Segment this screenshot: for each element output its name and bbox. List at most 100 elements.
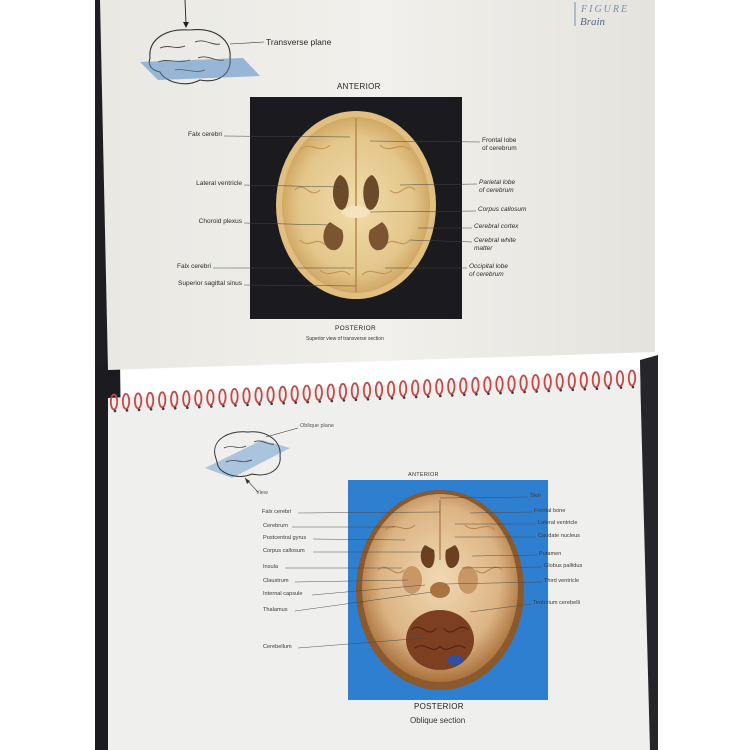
top-anterior-label: ANTERIOR bbox=[337, 82, 381, 91]
spiral-binding bbox=[109, 369, 637, 413]
spiral-ring bbox=[266, 386, 275, 404]
spiral-ring bbox=[326, 383, 335, 401]
spiral-ring bbox=[423, 379, 432, 396]
binding-hole bbox=[366, 398, 370, 401]
binding-hole bbox=[390, 396, 394, 400]
binding-hole bbox=[402, 396, 406, 399]
bottom-left-label-6: Claustrum bbox=[263, 578, 289, 584]
figure-header: FIGURE bbox=[581, 4, 630, 15]
spiral-ring bbox=[290, 385, 299, 403]
spiral-ring bbox=[447, 377, 456, 395]
binding-hole bbox=[161, 407, 165, 411]
binding-hole bbox=[294, 401, 298, 404]
transverse-plane-icon bbox=[140, 0, 265, 85]
bottom-right-label-4: Caudate nucleus bbox=[538, 533, 580, 539]
top-posterior-label: POSTERIOR bbox=[335, 325, 376, 332]
binding-hole bbox=[535, 390, 538, 393]
binding-hole bbox=[282, 401, 286, 405]
spiral-ring bbox=[278, 385, 287, 403]
spiral-ring bbox=[495, 375, 504, 393]
bottom-right-label-2: Frontal bone bbox=[534, 508, 566, 514]
binding-hole bbox=[426, 395, 430, 398]
bottom-left-label-2: Cerebrum bbox=[263, 523, 288, 529]
top-left-label-3: Choroid plexus bbox=[198, 218, 242, 225]
spiral-ring bbox=[374, 381, 384, 399]
spiral-ring bbox=[615, 370, 625, 388]
bottom-left-label-8: Thalamus bbox=[263, 607, 288, 613]
bottom-left-label-3: Postcentral gyrus bbox=[263, 535, 307, 541]
bottom-left-label-9: Cerebellum bbox=[263, 644, 292, 650]
oblique-plane-icon bbox=[205, 427, 299, 493]
spiral-ring bbox=[350, 382, 359, 400]
bottom-left-label-5: Insula bbox=[263, 564, 278, 570]
top-right-label-9: Occipital lobe bbox=[469, 263, 509, 270]
binding-hole bbox=[559, 389, 562, 392]
spiral-ring bbox=[109, 393, 119, 411]
oblique-brain-section bbox=[356, 490, 524, 690]
top-left-label-5: Superior sagittal sinus bbox=[178, 280, 242, 287]
top-right-label-5: Corpus callosum bbox=[478, 206, 527, 213]
binding-hole bbox=[306, 400, 310, 404]
top-left-label-4: Falx cerebri bbox=[177, 263, 211, 270]
top-right-leaders bbox=[369, 140, 481, 269]
binding-hole bbox=[439, 394, 442, 398]
spiral-ring bbox=[194, 389, 203, 407]
binding-hole bbox=[342, 399, 346, 402]
top-left-label-1: Falx cerebri bbox=[188, 131, 222, 138]
binding-hole bbox=[198, 405, 201, 409]
binding-hole bbox=[234, 404, 237, 407]
spiral-ring bbox=[146, 391, 155, 409]
oblique-plane-label: Oblique plane bbox=[300, 423, 334, 429]
spiral-ring bbox=[121, 392, 131, 410]
top-right-label-10: of cerebrum bbox=[469, 271, 504, 278]
spiral-ring bbox=[254, 386, 263, 404]
binding-hole bbox=[607, 386, 611, 390]
spiral-ring bbox=[603, 370, 613, 388]
binding-hole bbox=[571, 388, 575, 392]
binding-hole bbox=[451, 394, 454, 397]
binding-hole bbox=[354, 398, 358, 402]
bottom-right-label-7: Third ventricle bbox=[544, 578, 580, 584]
top-right-label-7: Cerebral white bbox=[474, 237, 516, 244]
binding-hole bbox=[330, 399, 334, 403]
top-right-label-3: Parietal lobe bbox=[479, 179, 516, 186]
binding-hole bbox=[547, 389, 550, 393]
spiral-ring bbox=[471, 376, 480, 394]
spiral-ring bbox=[567, 372, 576, 390]
top-right-label-4: of cerebrum bbox=[479, 187, 514, 194]
binding-hole bbox=[270, 402, 273, 406]
bottom-left-leaders bbox=[285, 511, 441, 649]
binding-hole bbox=[173, 406, 177, 410]
transverse-brain-section bbox=[276, 111, 436, 299]
binding-hole bbox=[619, 386, 623, 389]
binding-hole bbox=[137, 408, 141, 412]
binding-hole bbox=[378, 397, 382, 401]
bottom-right-label-8: Tentorium cerebelli bbox=[533, 600, 580, 606]
bottom-right-label-6: Globus pallidus bbox=[544, 563, 583, 569]
binding-hole bbox=[583, 387, 587, 391]
spiral-ring bbox=[134, 392, 143, 410]
binding-hole bbox=[523, 390, 526, 394]
top-left-leaders bbox=[213, 135, 357, 287]
spiral-ring bbox=[398, 380, 408, 398]
top-caption: Superior view of transverse section bbox=[306, 336, 384, 342]
binding-hole bbox=[186, 406, 189, 410]
spiral-ring bbox=[435, 378, 444, 396]
spiral-ring bbox=[459, 377, 468, 395]
spiral-ring bbox=[483, 376, 492, 394]
spiral-ring bbox=[302, 384, 311, 402]
spiral-ring bbox=[230, 387, 239, 405]
spiral-ring bbox=[170, 390, 179, 408]
section-header: Brain bbox=[580, 16, 606, 28]
bottom-left-label-4: Corpus callosum bbox=[263, 548, 305, 554]
bottom-right-label-3: Lateral ventricle bbox=[538, 520, 578, 526]
binding-hole bbox=[463, 393, 466, 397]
bottom-right-label-1: Skin bbox=[530, 493, 541, 499]
binding-hole bbox=[511, 391, 514, 394]
spiral-ring bbox=[531, 374, 540, 391]
bottom-anterior-label: ANTERIOR bbox=[408, 472, 439, 478]
binding-hole bbox=[113, 409, 117, 413]
top-right-label-1: Frontal lobe bbox=[482, 137, 517, 144]
binding-hole bbox=[125, 409, 129, 412]
spiral-ring bbox=[338, 382, 347, 400]
